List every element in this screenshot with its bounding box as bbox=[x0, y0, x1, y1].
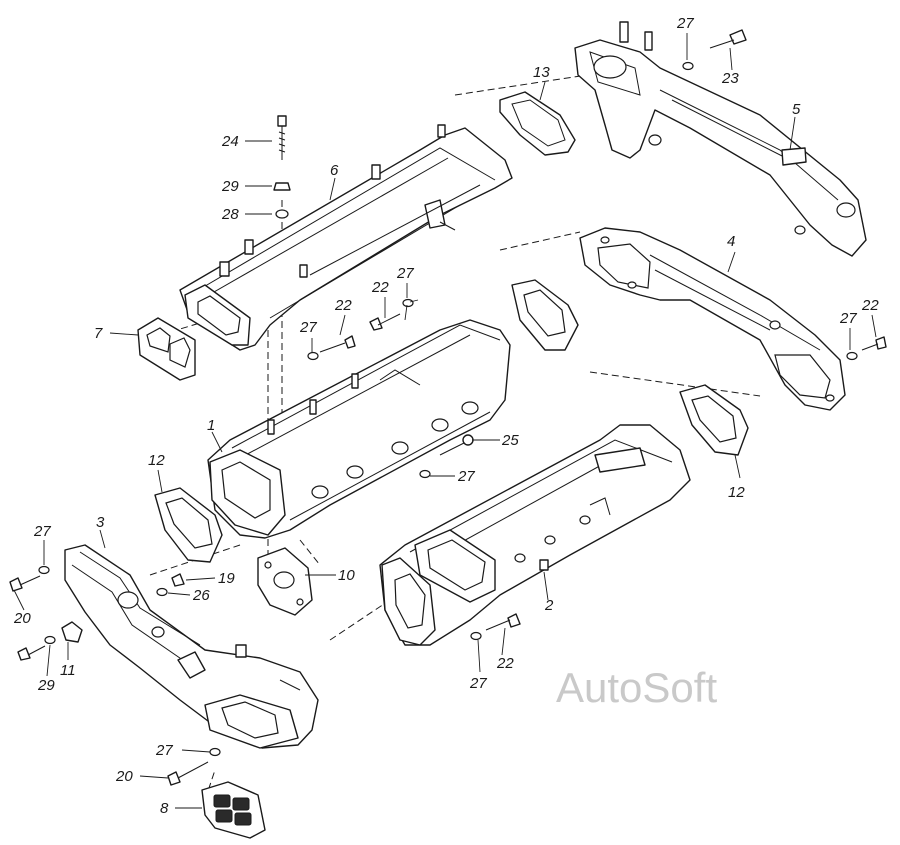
part-3-lower-left-manifold bbox=[64, 544, 319, 749]
fasteners bbox=[9, 29, 887, 786]
label-part-27-center: 27 bbox=[457, 468, 475, 485]
part-12-gasket-upper bbox=[511, 279, 579, 351]
part-12-gasket-right bbox=[679, 384, 749, 456]
label-part-27-lower: 27 bbox=[469, 675, 487, 692]
label-part-27-right: 27 bbox=[839, 310, 857, 327]
label-part-12-left: 12 bbox=[148, 452, 165, 469]
label-part-12-right: 12 bbox=[728, 484, 745, 501]
label-part-24: 24 bbox=[221, 133, 239, 150]
label-part-27-left: 27 bbox=[33, 523, 51, 540]
callout-labels: 1 2 3 4 5 6 7 8 10 11 12 12 13 19 20 20 … bbox=[13, 15, 879, 817]
label-part-19: 19 bbox=[218, 570, 235, 587]
part-2-lower-manifold bbox=[379, 424, 691, 646]
part-1-central-manifold bbox=[207, 319, 511, 539]
label-part-13: 13 bbox=[533, 64, 550, 81]
leader-lines bbox=[13, 33, 877, 809]
label-part-20-left: 20 bbox=[13, 610, 31, 627]
label-part-3: 3 bbox=[96, 514, 105, 531]
part-6-intake-manifold bbox=[179, 124, 513, 351]
part-11-plate bbox=[61, 621, 83, 643]
label-part-2: 2 bbox=[544, 597, 554, 614]
part-12-gasket-left bbox=[154, 487, 223, 563]
part-13-gasket bbox=[499, 91, 576, 156]
label-part-27-bottom: 27 bbox=[155, 742, 173, 759]
label-part-26: 26 bbox=[192, 587, 210, 604]
watermark-text: AutoSoft bbox=[556, 664, 717, 711]
label-part-27-top: 27 bbox=[676, 15, 694, 32]
part-8-flange bbox=[201, 781, 266, 839]
label-part-27-mid: 27 bbox=[299, 319, 317, 336]
label-part-1: 1 bbox=[207, 417, 215, 434]
part-4-exhaust-manifold bbox=[579, 227, 846, 411]
label-part-29-bottom: 29 bbox=[37, 677, 55, 694]
part-10-flange-plate bbox=[257, 547, 313, 616]
label-part-29-top: 29 bbox=[221, 178, 239, 195]
label-part-8: 8 bbox=[160, 800, 169, 817]
label-part-28: 28 bbox=[221, 206, 239, 223]
label-part-5: 5 bbox=[792, 101, 801, 118]
label-part-20-bottom: 20 bbox=[115, 768, 133, 785]
part-7-flange bbox=[137, 317, 196, 381]
label-part-27-upper: 27 bbox=[396, 265, 414, 282]
part-5-exhaust-pipe bbox=[574, 21, 867, 257]
label-part-10: 10 bbox=[338, 567, 355, 584]
label-part-22-lower: 22 bbox=[496, 655, 514, 672]
label-part-4: 4 bbox=[727, 233, 735, 250]
label-part-22-upper: 22 bbox=[371, 279, 389, 296]
label-part-11: 11 bbox=[60, 662, 76, 679]
label-part-23: 23 bbox=[721, 70, 739, 87]
label-part-25: 25 bbox=[501, 432, 519, 449]
label-part-7: 7 bbox=[94, 325, 103, 342]
label-part-6: 6 bbox=[330, 162, 339, 179]
label-part-22-right: 22 bbox=[861, 297, 879, 314]
label-part-22-mid: 22 bbox=[334, 297, 352, 314]
